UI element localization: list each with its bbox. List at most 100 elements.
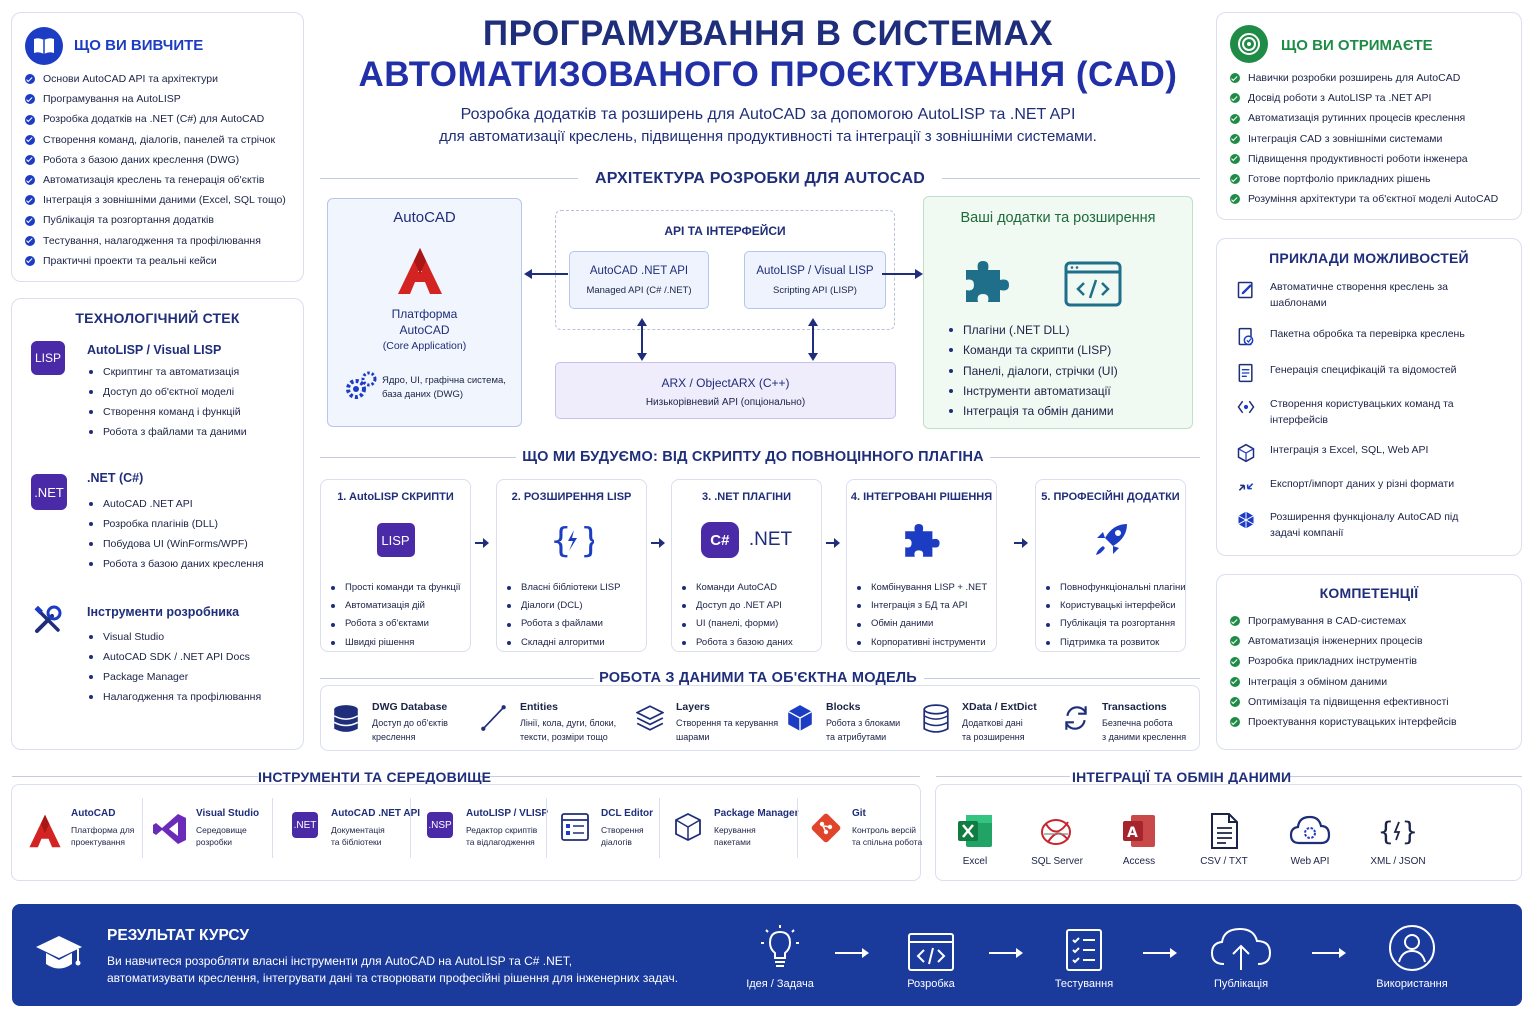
check-item-text: Програмування на AutoLISP [43, 93, 181, 106]
data-divider-right [924, 678, 1200, 679]
check-icon [25, 154, 35, 165]
example-item: Розширення функціоналу AutoCAD під задач… [1236, 509, 1480, 541]
arx-box: ARX / ObjectARX (C++) Низькорівневий API… [555, 362, 896, 419]
stack-item: Робота з базою даних креслення [89, 554, 264, 574]
desc-line: Додаткові дані [962, 718, 1023, 728]
addon-item: Панелі, діалоги, стрічки (UI) [949, 361, 1118, 381]
tool-separator [659, 798, 660, 858]
data-model-item-title: Entities [520, 701, 558, 713]
lisp-group-title: AutoLISP / Visual LISP [87, 343, 222, 357]
integration-label: Access [1122, 856, 1156, 867]
learn-card: ЩО ВИ ВИВЧИТЕ Основи AutoCAD API та архі… [11, 12, 304, 282]
check-item-text: Проектування користувацьких інтерфейсів [1248, 716, 1457, 729]
check-icon [25, 114, 35, 125]
arrow-right-icon [835, 946, 869, 964]
arch-title: АРХІТЕКТУРА РОЗРОБКИ ДЛЯ AUTOCAD [594, 170, 926, 187]
desc-line: Контроль версій [852, 825, 917, 835]
stack-item: AutoCAD SDK / .NET API Docs [89, 647, 261, 667]
svg-text:{: { [1378, 817, 1394, 847]
desc-line: та розширення [962, 732, 1025, 742]
examples-title: ПРИКЛАДИ МОЖЛИВОСТЕЙ [1269, 250, 1469, 266]
stack-item: Скриптинг та автоматизація [89, 362, 247, 382]
desc-line: Редактор скриптів [466, 825, 538, 835]
result-title: РЕЗУЛЬТАТ КУРСУ [107, 927, 250, 944]
check-item: Інтеграція з обміном даними [1230, 672, 1457, 692]
tool-separator [272, 798, 273, 858]
result-step-label: Ідея / Задача [746, 978, 814, 990]
example-item: Інтеграція з Excel, SQL, Web API [1236, 442, 1480, 469]
tool-icon: .NET [287, 812, 323, 848]
check-item: Тестування, налагодження та профілювання [25, 231, 286, 251]
example-item: Створення користувацьких команд та інтер… [1236, 396, 1480, 428]
stage-item: Інтеграція з БД та API [857, 597, 996, 615]
data-model-item-title: Blocks [826, 701, 861, 713]
check-item: Робота з базою даних креслення (DWG) [25, 150, 286, 170]
stack-card: ТЕХНОЛОГІЧНИЙ СТЕК LISP AutoLISP / Visua… [11, 298, 304, 750]
desc-line: Керування [714, 825, 756, 835]
example-icon [1236, 279, 1256, 306]
check-item-text: Розробка додатків на .NET (C#) для AutoC… [43, 113, 265, 126]
example-text: Експорт/імпорт даних у різні формати [1270, 478, 1455, 490]
check-item-text: Інтеграція CAD з зовнішніми системами [1248, 132, 1443, 145]
stage-title: 4. ІНТЕГРОВАНІ РІШЕННЯ [850, 491, 993, 503]
gears-icon [344, 371, 378, 408]
tool-title: DCL Editor [601, 808, 654, 819]
integration-sql-server: SQL Server [1017, 812, 1097, 867]
check-icon [1230, 676, 1240, 687]
check-item: Публікація та розгортання додатків [25, 210, 286, 230]
result-step-icon [1186, 922, 1296, 972]
check-item: Автоматизація інженерних процесів [1230, 631, 1457, 651]
arch-divider-right [942, 178, 1200, 179]
integration-label: XML / JSON [1370, 856, 1426, 867]
addon-item: Інструменти автоматизації [949, 381, 1118, 401]
data-model-icon [480, 703, 508, 744]
check-item: Програмування на AutoLISP [25, 89, 286, 109]
tools-icon [32, 604, 64, 641]
stage-item: Робота з базою даних [682, 634, 821, 652]
check-icon [1230, 616, 1240, 627]
example-text: Автоматичне створення креслень за шаблон… [1270, 281, 1448, 309]
desc-line: Створення та керування [676, 718, 779, 728]
check-item: Практичні проекти та реальні кейси [25, 251, 286, 271]
check-item-text: Оптимізація та підвищення ефективності [1248, 695, 1449, 708]
example-item: Експорт/імпорт даних у різні формати [1236, 476, 1480, 503]
data-model-box [320, 685, 1200, 751]
tool-separator [797, 798, 798, 858]
check-item-text: Тестування, налагодження та профілювання [43, 234, 261, 247]
stage-item: UI (панелі, форми) [682, 615, 821, 633]
integration-web-api: Web API [1270, 812, 1350, 867]
stage-item: Команди AutoCAD [682, 579, 821, 597]
addons-box: Ваші додатки та розширення Плагіни (.NET… [923, 196, 1193, 429]
result-step-label: Розробка [907, 978, 955, 990]
lisp-api-box: AutoLISP / Visual LISP Scripting API (LI… [744, 251, 886, 309]
stage-item: Автоматизація дій [331, 597, 470, 615]
platform-label: Платформа AutoCAD (Core Application) [382, 307, 467, 352]
stage-arrow-icon [826, 535, 840, 553]
integration-icon [1017, 812, 1097, 850]
stage-item: Комбінування LISP + .NET [857, 579, 996, 597]
check-item-text: Розробка прикладних інструментів [1248, 655, 1417, 668]
build-divider-left [320, 457, 516, 458]
check-icon [1230, 656, 1240, 667]
result-step-icon [876, 922, 986, 972]
check-icon [25, 175, 35, 186]
stage-item: Обмін даними [857, 615, 996, 633]
example-text: Генерація специфікацій та відомостей [1270, 364, 1457, 376]
net-api-box: AutoCAD .NET API Managed API (C# /.NET) [569, 251, 709, 309]
get-card: ЩО ВИ ОТРИМАЄТЕ Навички розробки розшире… [1216, 12, 1522, 220]
get-title: ЩО ВИ ОТРИМАЄТЕ [1281, 37, 1433, 54]
desc-line: Платформа для [71, 825, 135, 835]
